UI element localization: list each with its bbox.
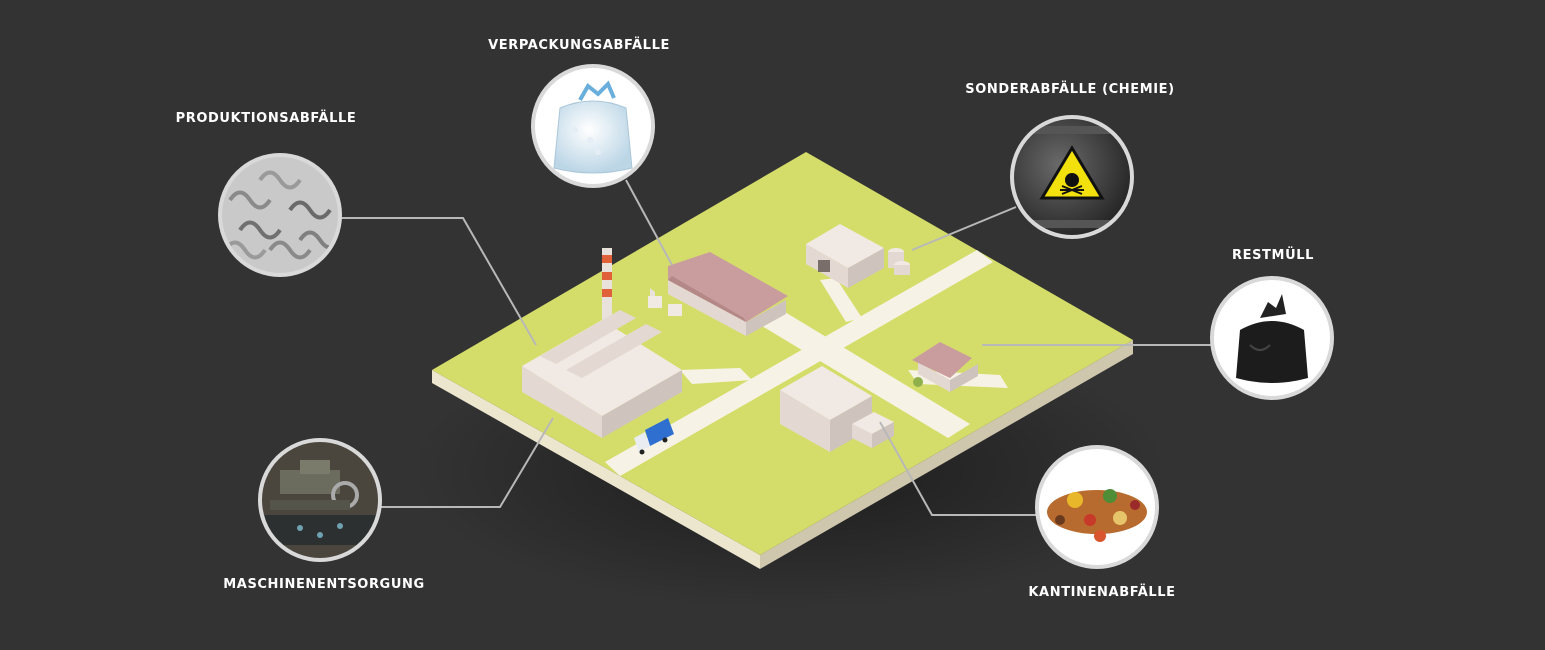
label-verpackung: VERPACKUNGSABFÄLLE — [488, 38, 670, 53]
toxic-barrel-icon — [1012, 126, 1132, 228]
connector-sonder — [911, 206, 1017, 251]
label-produktion: PRODUKTIONSABFÄLLE — [175, 111, 357, 126]
sonder-thumbnail — [1010, 115, 1134, 239]
label-restmuell: RESTMÜLL — [1232, 248, 1314, 263]
factory-ground — [432, 152, 1133, 569]
trash-bag-icon — [1236, 294, 1308, 383]
small-house — [912, 342, 978, 392]
garbage-truck — [634, 418, 674, 455]
connector-kantine — [879, 421, 1037, 516]
office-building — [780, 366, 894, 452]
label-sonder: SONDERABFÄLLE (CHEMIE) — [965, 82, 1175, 97]
restmuell-thumbnail — [1210, 276, 1334, 400]
label-maschinen: MASCHINENENTSORGUNG — [223, 577, 425, 592]
connector-lines — [340, 179, 1212, 516]
connector-maschinen — [380, 417, 554, 508]
metal-shavings-icon — [223, 170, 340, 260]
verpackung-thumbnail — [531, 64, 655, 188]
maschinen-thumbnail — [258, 438, 382, 562]
chemical-building — [806, 224, 910, 288]
label-kantine: KANTINENABFÄLLE — [1028, 585, 1176, 600]
connector-produktion — [340, 217, 537, 346]
kantine-thumbnail — [1035, 445, 1159, 569]
food-waste-icon — [1047, 489, 1147, 542]
machine-icon — [265, 460, 375, 545]
connector-verpackung — [625, 179, 673, 266]
produktion-thumbnail — [218, 153, 342, 277]
plastic-bag-icon — [553, 80, 633, 174]
warehouse-building — [668, 252, 788, 336]
main-factory-building — [522, 248, 682, 438]
